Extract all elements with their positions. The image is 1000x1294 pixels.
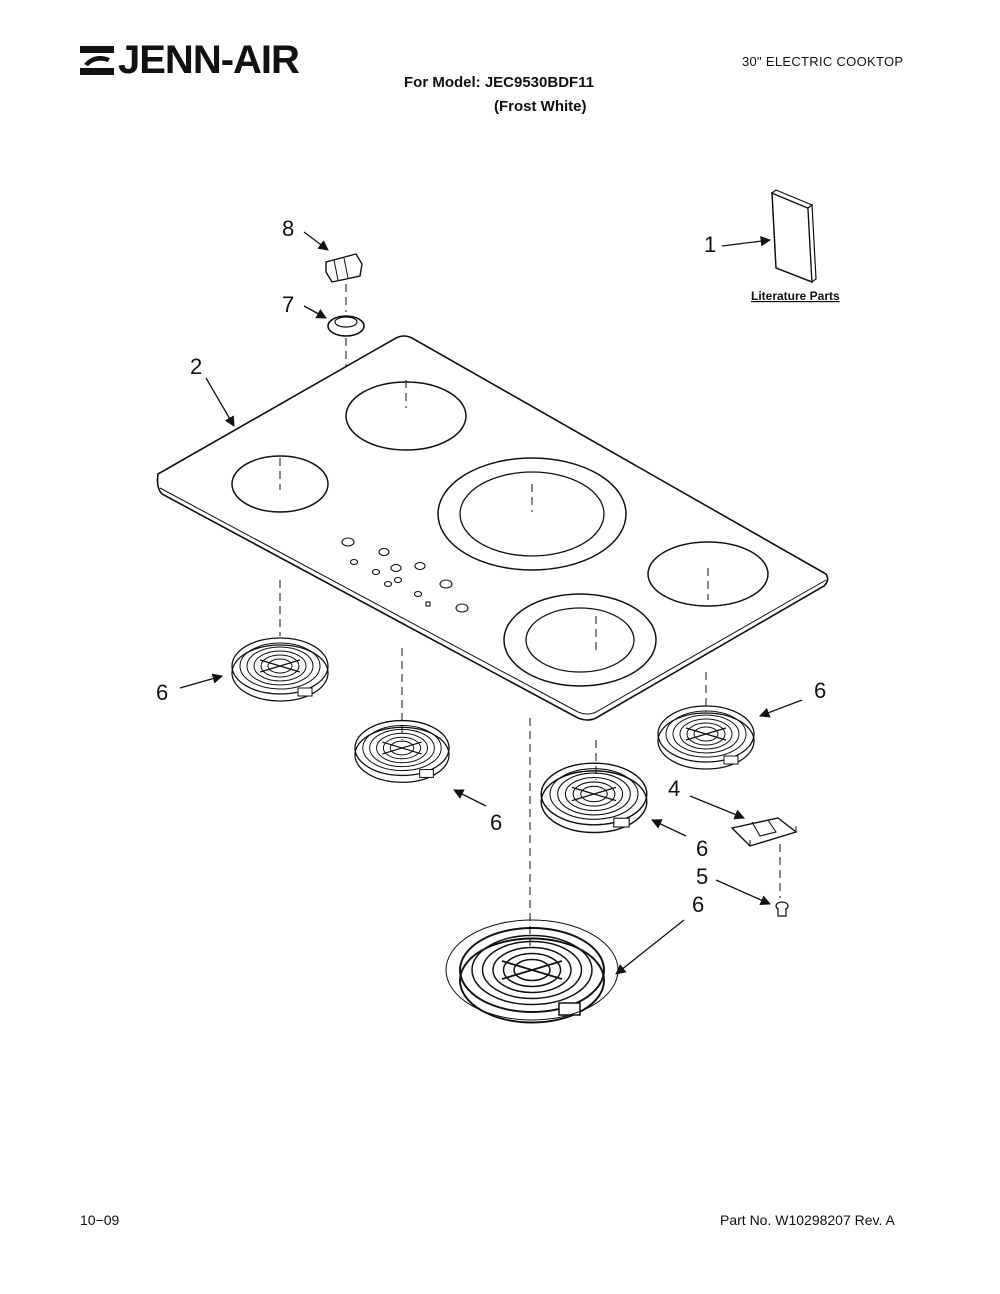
part-number: Part No. W10298207 Rev. A [720,1212,895,1228]
callout-6-left-front: 6 [490,810,502,835]
model-number: For Model: JEC9530BDF11 [404,74,595,91]
brand-logo-mark [80,46,114,75]
date-code: 10−09 [80,1212,120,1228]
callout-7: 7 [282,292,294,317]
callout-8: 8 [282,216,294,241]
mounting-bracket [689,795,798,847]
radiant-element-left-front [354,719,487,807]
radiant-element-right-rear [657,699,803,770]
control-knob [303,231,363,283]
callout-1: 1 [704,232,716,257]
mounting-screw [715,879,789,917]
callout-5: 5 [696,864,708,889]
callout-2: 2 [190,354,202,379]
radiant-element-center-front [540,762,687,837]
product-type: 30" ELECTRIC COOKTOP [742,54,904,69]
radiant-element-left-rear [179,637,329,702]
callout-6-right-rear: 6 [814,678,826,703]
literature-parts: Literature Parts [721,189,840,303]
callout-6-center-front: 6 [696,836,708,861]
glass-cooktop [156,335,829,721]
callout-4: 4 [668,776,680,801]
knob-bezel [303,305,365,337]
literature-parts-label: Literature Parts [751,289,840,303]
radiant-element-large-dual [445,919,685,1024]
callout-6-left-rear: 6 [156,680,168,705]
model-finish: (Frost White) [494,98,587,115]
brand-logo: JENN-AIR [118,38,300,82]
callout-6-large: 6 [692,892,704,917]
